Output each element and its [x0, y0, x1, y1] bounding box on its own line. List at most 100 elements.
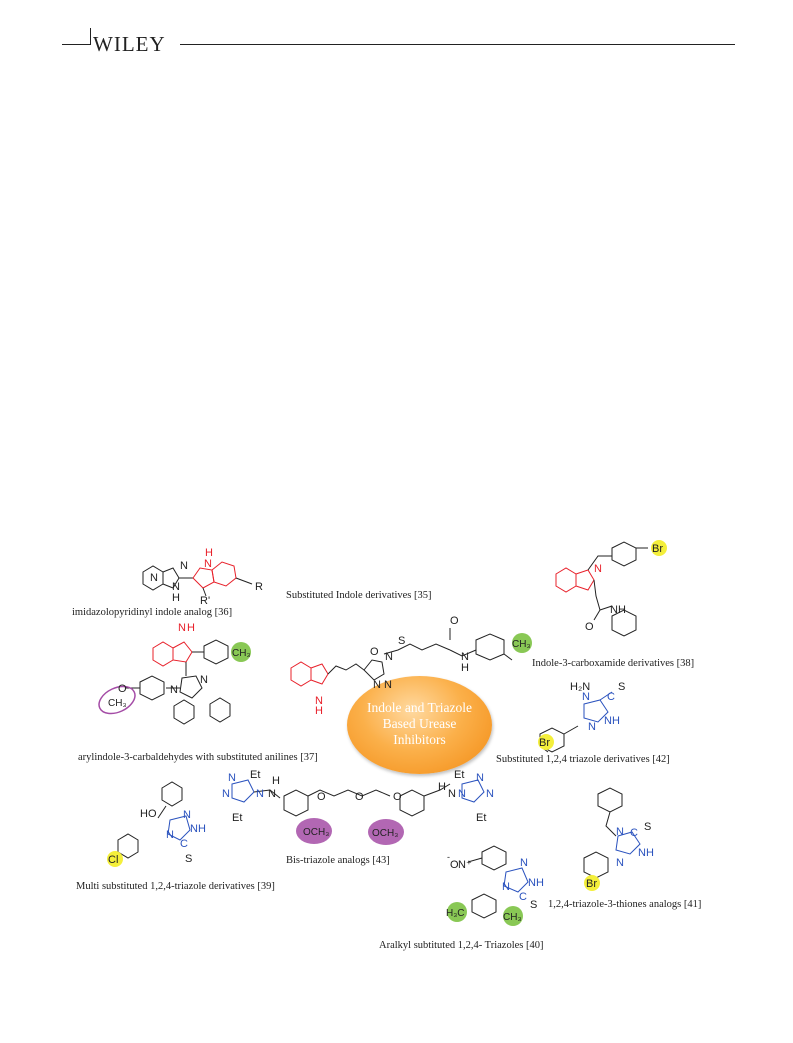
nitro-bond: [467, 857, 483, 863]
center-title-line-3: Inhibitors: [393, 732, 446, 747]
glycol-chain: [307, 789, 391, 797]
atom-n-35b: N: [373, 679, 381, 691]
publisher-logo: WILEY: [93, 32, 166, 56]
aryl-triazole-link-42: [563, 725, 579, 735]
atom-n-37b: N: [170, 684, 178, 696]
atom-n-blue-39b: N: [166, 829, 174, 841]
atom-n-35c: N: [384, 679, 392, 691]
atom-h-red-35: H: [315, 705, 323, 717]
atom-n: N: [150, 572, 158, 584]
label-imidazolopyridinyl: imidazolopyridinyl indole analog [36]: [72, 607, 233, 618]
center-title-oval: Indole and Triazole Based Urease Inhibit…: [347, 676, 492, 774]
nitrophenyl-ring: [481, 845, 507, 871]
propyl-link-41: [605, 811, 617, 837]
phenyl-ring-37a: [173, 699, 195, 725]
propyl-chain: [327, 663, 365, 675]
r-prime-bond: [202, 587, 207, 597]
atom-n-blue-43b: N: [222, 788, 230, 800]
imidazopyridine-indole-red: [192, 561, 237, 589]
label-substituted-indole: Substituted Indole derivatives [35]: [286, 590, 432, 601]
xylyl-ring: [471, 893, 497, 919]
br-yellow-38: [651, 540, 667, 556]
atom-n-35a: N: [385, 651, 393, 663]
label-substituted-triazole: Substituted 1,2,4 triazole derivatives […: [496, 754, 670, 765]
atom-n-amide-35: N: [461, 651, 469, 663]
atom-c-blue-42: C: [607, 691, 615, 703]
och3-purple-right: [368, 819, 404, 845]
r-bond: [235, 577, 253, 585]
oxadiazole-ring: [363, 659, 385, 681]
atom-n-red: N: [204, 558, 212, 570]
bromophenyl-ring-38: [611, 541, 637, 567]
atom-nh-38: NH: [610, 604, 626, 616]
atom-minus-40: -: [447, 852, 450, 862]
label-indole-carboxamide: Indole-3-carboxamide derivatives [38]: [532, 658, 695, 669]
atom-n-blue-42: N: [582, 691, 590, 703]
atom-ch3-35: CH₃: [512, 639, 531, 650]
indole-35-red: [290, 661, 329, 687]
triazole-43-left-blue: [231, 779, 255, 803]
atom-h: H: [172, 592, 180, 604]
triazole-39-blue: [167, 815, 191, 841]
atom-ch3-37-methoxy: CH₃: [108, 698, 127, 709]
atom-n-blue-43d: N: [458, 788, 466, 800]
atom-s-39: S: [185, 853, 192, 865]
amide-bond: [449, 649, 477, 657]
indole-38-red: [555, 567, 595, 593]
label-bis-triazole: Bis-triazole analogs [43]: [286, 855, 390, 866]
carbinol-bond: [157, 805, 167, 819]
atom-nplus-40: N⁺: [458, 859, 472, 871]
atom-n-43b: N: [448, 788, 456, 800]
atom-et-43b: Et: [232, 812, 242, 824]
atom-n-37a: N: [200, 674, 208, 686]
center-title-line-2: Based Urease: [382, 716, 457, 731]
atom-r: R: [255, 581, 263, 593]
atom-ch3-37: CH₃: [232, 648, 251, 659]
atom-br-41: Br: [586, 878, 597, 890]
atom-c-blue-40: C: [519, 891, 527, 903]
atom-o-carbonyl-35: O: [450, 615, 459, 627]
atom-n-blue-40b: N: [502, 881, 510, 893]
atom-o-38: O: [585, 621, 594, 633]
phenyl-ring-37b: [209, 697, 231, 723]
ch3-green-40a: [447, 902, 467, 922]
atom-o-40: O: [450, 859, 459, 871]
atom-ch3-40: CH₃: [503, 912, 522, 923]
atom-s-41: S: [644, 821, 651, 833]
phenyl-ring-39: [161, 781, 183, 807]
nh-bond-38: [599, 605, 613, 611]
atom-s-35: S: [398, 635, 405, 647]
atom-o-43b: O: [355, 791, 364, 803]
imine-left: [253, 789, 281, 799]
atom-et-43c: Et: [454, 769, 464, 781]
atom-cl-39: Cl: [108, 854, 118, 866]
atom-n-blue-43f: N: [486, 788, 494, 800]
ch3-green-37: [231, 642, 251, 662]
atom-n-red-35: N: [315, 695, 323, 707]
header-tick: [90, 28, 91, 45]
atom-n-blue-43e: N: [476, 772, 484, 784]
atom-h3c-40: H₃C: [446, 908, 465, 919]
atom-c-blue-41: C: [630, 827, 638, 839]
och3-purple-left: [296, 818, 332, 844]
atom-h-43b: H: [438, 781, 446, 793]
benzyl-link: [587, 555, 612, 571]
atom-h-red: H: [205, 547, 213, 559]
bromophenyl-ring-41: [583, 851, 609, 879]
phenyl-ring-38: [611, 609, 637, 637]
atom-labels: N N N H H N R R' N H O N N N S O N H CH₃…: [108, 543, 663, 923]
co-bond-38: [593, 609, 601, 621]
imine-right: [423, 783, 451, 797]
atom-h2n-42: H₂N: [570, 681, 590, 693]
label-multi-triazole: Multi substituted 1,2,4-triazole derivat…: [76, 881, 275, 892]
header-rule-right: [180, 44, 735, 45]
atom-r-prime: R': [200, 595, 210, 607]
atom-nh-blue-39: NH: [190, 823, 206, 835]
label-arylindole: arylindole-3-carbaldehydes with substitu…: [78, 752, 318, 763]
tolyl-ring-37: [203, 639, 229, 665]
methoxyphenyl-ring: [139, 675, 165, 701]
aryl-ring-43-left: [283, 789, 309, 817]
tolyl-methyl-bond: [503, 653, 513, 661]
phenyl-ring-41: [597, 787, 623, 813]
